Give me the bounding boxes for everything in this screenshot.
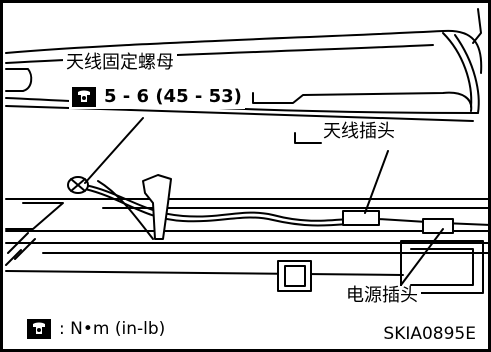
torque-legend: : N•m (in-lb): [25, 318, 168, 340]
roof-edge: [5, 68, 33, 92]
leader-antenna-connector: [364, 150, 389, 214]
power-connector-label: 电源插头: [343, 286, 421, 306]
rail-window-inner: [284, 265, 306, 287]
torque-spec: 5 - 6 (45 - 53): [69, 85, 245, 109]
roof-corner: [472, 8, 482, 44]
connector-tab: [294, 132, 322, 144]
left-rail-hatch: [5, 232, 36, 266]
right-box: [400, 240, 484, 294]
power-connector-body: [422, 218, 454, 234]
antenna-connector-body: [342, 210, 380, 226]
antenna-connector-label: 天线插头: [320, 122, 398, 142]
right-box-inner: [410, 248, 474, 286]
roof-panel-outline: [5, 29, 483, 74]
roof-curve-right: [442, 32, 473, 108]
leader-power-connector: [400, 228, 444, 286]
torque-wrench-icon: [72, 87, 96, 107]
leader-nut: [84, 117, 144, 184]
torque-wrench-icon: [27, 319, 51, 339]
figure-code: SKIA0895E: [381, 324, 478, 344]
roof-curve-right-2: [454, 34, 480, 114]
torque-value: 5 - 6 (45 - 53): [104, 86, 242, 107]
antenna-bracket: [142, 174, 172, 240]
antenna-cable: [84, 184, 379, 222]
lower-rail: [5, 270, 404, 276]
antenna-lead: [97, 180, 154, 240]
mount-nut-detail: [70, 178, 86, 192]
left-rail: [5, 202, 64, 230]
antenna-cable-2: [84, 188, 349, 227]
antenna-nut-label: 天线固定螺母: [63, 53, 177, 73]
vehicle-roof-illustration: [5, 8, 488, 294]
roof-bracket: [252, 91, 473, 112]
legend-unit-text: : N•m (in-lb): [59, 318, 166, 339]
roof-panel-line: [5, 44, 434, 64]
